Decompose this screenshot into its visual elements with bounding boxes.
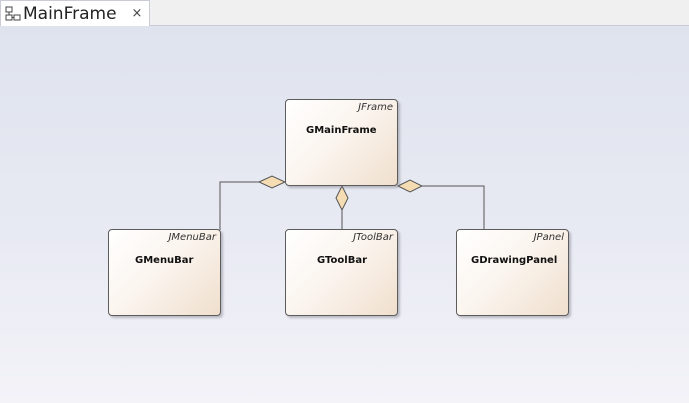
stereotype-label: JPanel	[533, 232, 564, 243]
aggregation-line-drawingpanel[interactable]	[422, 185, 485, 230]
stereotype-label: JFrame	[358, 102, 393, 113]
class-name: GToolBar	[317, 255, 367, 266]
class-gdrawingpanel[interactable]: JPanel GDrawingPanel	[456, 229, 569, 316]
aggregation-diamond-menubar	[257, 175, 287, 189]
aggregation-diamond-drawingpanel	[396, 179, 424, 193]
class-gtoolbar[interactable]: JToolBar GToolBar	[285, 229, 398, 316]
tab-mainframe[interactable]: MainFrame ×	[0, 0, 150, 26]
tab-bar: MainFrame ×	[0, 0, 689, 26]
connectors-layer	[219, 175, 485, 230]
close-icon[interactable]: ×	[131, 6, 143, 21]
class-gmainframe[interactable]: JFrame GMainFrame	[285, 99, 398, 186]
aggregation-diamond-toolbar	[335, 184, 349, 212]
class-name: GMenuBar	[135, 255, 194, 266]
class-name: GDrawingPanel	[471, 255, 558, 266]
aggregation-line-menubar[interactable]	[219, 181, 259, 230]
diagram-canvas[interactable]: JFrame GMainFrame JMenuBar GMenuBar JToo…	[0, 26, 689, 403]
class-gmenubar[interactable]: JMenuBar GMenuBar	[108, 229, 221, 316]
class-diagram-icon	[5, 6, 21, 21]
tab-title: MainFrame	[23, 4, 117, 24]
stereotype-label: JMenuBar	[168, 232, 216, 243]
class-name: GMainFrame	[306, 125, 377, 136]
stereotype-label: JToolBar	[353, 232, 393, 243]
